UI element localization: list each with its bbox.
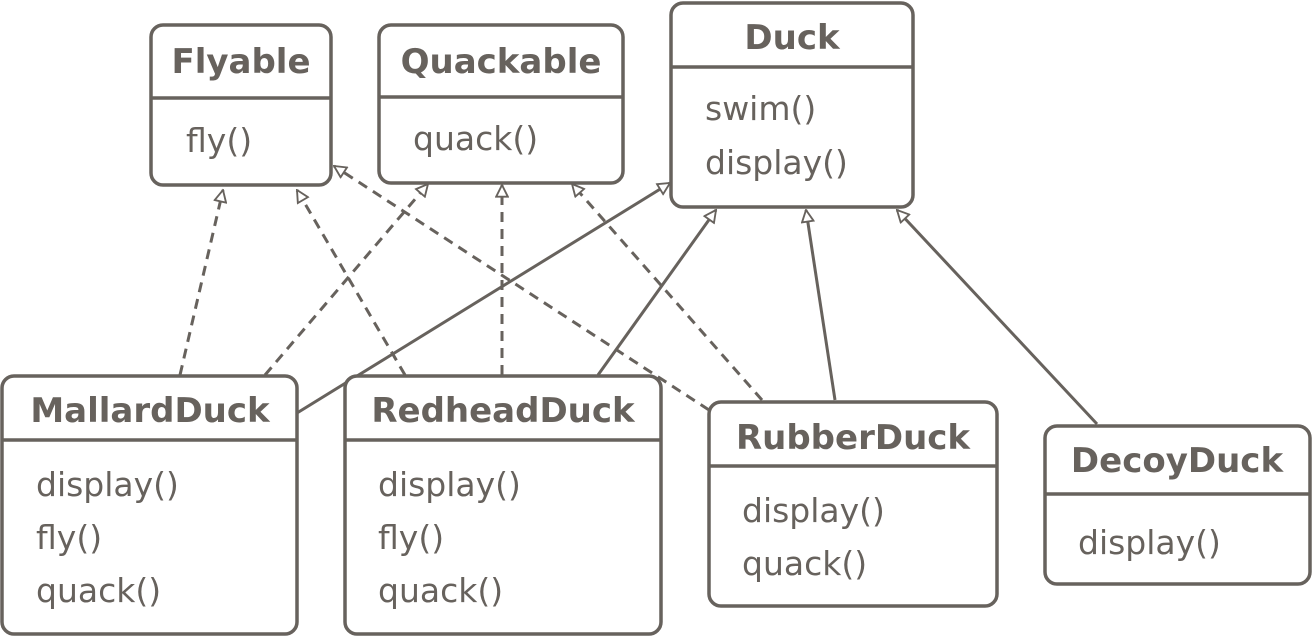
class-mallard-duck: MallardDuck display() fly() quack() (0, 374, 299, 636)
method: fly() (36, 518, 102, 557)
rubber-extends-duck (806, 210, 837, 401)
class-name: Quackable (401, 42, 602, 82)
class-flyable: Flyable fly() (149, 23, 333, 187)
method: fly() (186, 121, 252, 160)
decoy-extends-duck (897, 210, 1099, 426)
mallard-implements-flyable (178, 190, 223, 376)
class-name: RubberDuck (736, 418, 971, 458)
rubber-implements-quackable (572, 184, 764, 401)
class-duck: Duck swim() display() (669, 1, 915, 209)
class-quackable: Quackable quack() (377, 23, 625, 185)
method: display() (36, 465, 179, 504)
method: fly() (378, 518, 444, 557)
rubber-implements-flyable (334, 164, 710, 412)
method: display() (1078, 523, 1221, 562)
class-name: DecoyDuck (1071, 441, 1285, 481)
class-name: MallardDuck (30, 391, 271, 431)
method: quack() (378, 571, 503, 610)
mallard-implements-quackable (263, 184, 428, 376)
method: quack() (413, 119, 538, 158)
class-rubber-duck: RubberDuck display() quack() (707, 400, 999, 608)
method: display() (705, 143, 848, 182)
relationships (178, 164, 1099, 426)
class-name: RedheadDuck (371, 391, 636, 431)
method: display() (742, 491, 885, 530)
redhead-implements-flyable (295, 190, 407, 376)
redhead-extends-duck (596, 210, 718, 376)
method: display() (378, 465, 521, 504)
method: quack() (742, 544, 867, 583)
class-redhead-duck: RedheadDuck display() fly() quack() (343, 374, 663, 636)
class-name: Flyable (171, 42, 310, 82)
method: swim() (705, 89, 816, 128)
method: quack() (36, 571, 161, 610)
class-name: Duck (744, 18, 841, 58)
class-decoy-duck: DecoyDuck display() (1043, 424, 1312, 586)
